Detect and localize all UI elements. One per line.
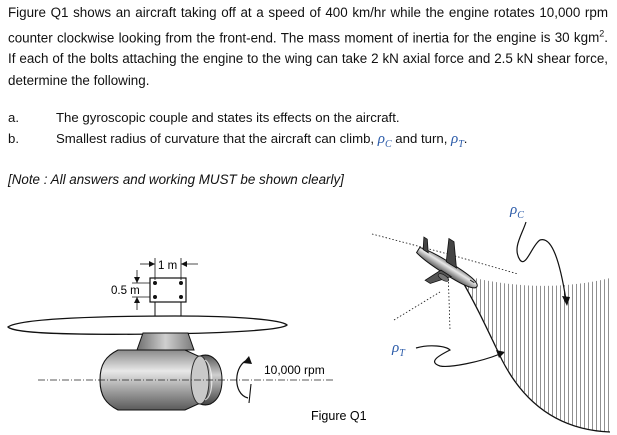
question-label: b.: [8, 131, 19, 146]
question-a: a. The gyroscopic couple and states its …: [8, 107, 608, 128]
figure-caption: Figure Q1: [311, 409, 367, 423]
problem-statement: Figure Q1 shows an aircraft taking off a…: [8, 2, 608, 91]
question-list: a. The gyroscopic couple and states its …: [8, 107, 608, 150]
rho-t-symbol: ρT: [451, 131, 464, 150]
dimension-width: 1 m: [140, 258, 198, 280]
wing: [7, 315, 288, 335]
question-text: Smallest radius of curvature that the ai…: [56, 131, 468, 150]
rotation-arrow: 10,000 rpm: [236, 356, 325, 404]
rho-t-label: ρT: [391, 340, 406, 359]
dim-height-label: 0.5 m: [111, 285, 140, 297]
reference-lines: [371, 233, 519, 331]
question-label: a.: [8, 110, 19, 125]
problem-line-3: the engine is 30 kgm2. If each of the bo…: [8, 28, 608, 67]
bolt-plate: [149, 277, 187, 318]
problem-line-2: 10,000 rpm counter clockwise looking fro…: [8, 5, 608, 45]
aircraft: [415, 236, 478, 289]
problem-line-1: Figure Q1 shows an aircraft taking off a…: [8, 5, 535, 20]
pylon: [136, 332, 195, 351]
dim-width-label: 1 m: [158, 260, 177, 272]
note-text: [Note : All answers and working MUST be …: [8, 172, 344, 187]
rho-t-annotation: ρT: [391, 340, 505, 367]
question-text: The gyroscopic couple and states its eff…: [56, 110, 400, 125]
rho-c-label: ρC: [509, 202, 524, 221]
flight-path: [457, 273, 611, 433]
problem-line-4: axial force and 2.5 kN shear force, dete…: [8, 51, 608, 88]
dimension-height: 0.5 m: [111, 270, 150, 310]
question-b: b. Smallest radius of curvature that the…: [8, 128, 608, 150]
rho-c-symbol: ρC: [377, 131, 392, 150]
rpm-label: 10,000 rpm: [264, 363, 325, 377]
rho-c-annotation: ρC: [509, 202, 570, 306]
